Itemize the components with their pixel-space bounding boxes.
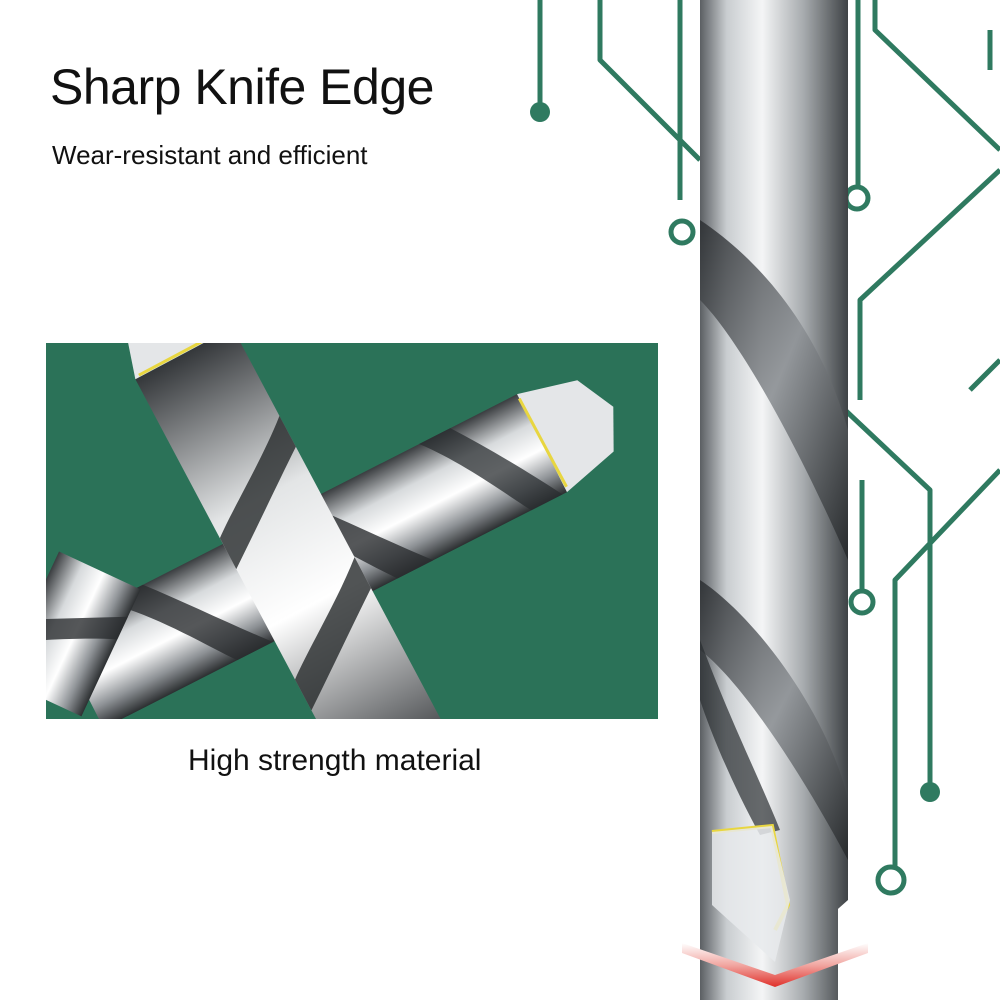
crossed-drill-bits-photo — [46, 343, 658, 719]
photo-caption: High strength material — [188, 744, 482, 777]
drill-bit-illustration — [700, 0, 848, 1000]
page-subtitle: Wear-resistant and efficient — [52, 140, 368, 170]
page-title: Sharp Knife Edge — [50, 59, 434, 115]
down-arrow-icon — [682, 943, 868, 987]
